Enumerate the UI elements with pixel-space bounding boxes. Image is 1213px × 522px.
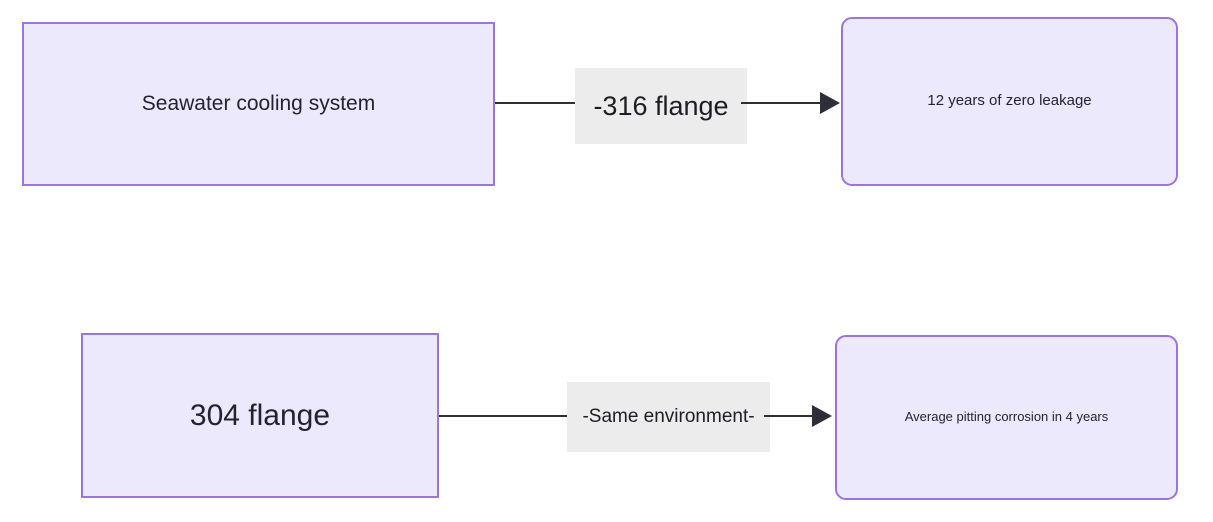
edge-2-line-right: [764, 415, 814, 417]
node-label: Average pitting corrosion in 4 years: [904, 409, 1109, 425]
node-label: Seawater cooling system: [141, 91, 376, 115]
edge-1-line-right: [741, 102, 827, 104]
node-12-years-of-zero-leakage[interactable]: 12 years of zero leakage: [841, 17, 1178, 186]
edge-2-label-text: -Same environment-: [582, 406, 755, 427]
edge-2-label[interactable]: -Same environment-: [567, 382, 770, 452]
edge-1-line-left: [495, 102, 581, 104]
node-304-flange[interactable]: 304 flange: [81, 333, 439, 498]
node-average-pitting-corrosion[interactable]: Average pitting corrosion in 4 years: [835, 335, 1178, 500]
edge-1-label-text: -316 flange: [593, 90, 729, 121]
arrow-right-icon: [812, 405, 832, 427]
edge-1-label[interactable]: -316 flange: [575, 68, 747, 144]
node-label: 12 years of zero leakage: [927, 92, 1092, 110]
node-seawater-cooling-system[interactable]: Seawater cooling system: [22, 22, 495, 186]
edge-2-line-left: [439, 415, 573, 417]
node-label: 304 flange: [189, 398, 331, 432]
arrow-right-icon: [820, 92, 840, 114]
